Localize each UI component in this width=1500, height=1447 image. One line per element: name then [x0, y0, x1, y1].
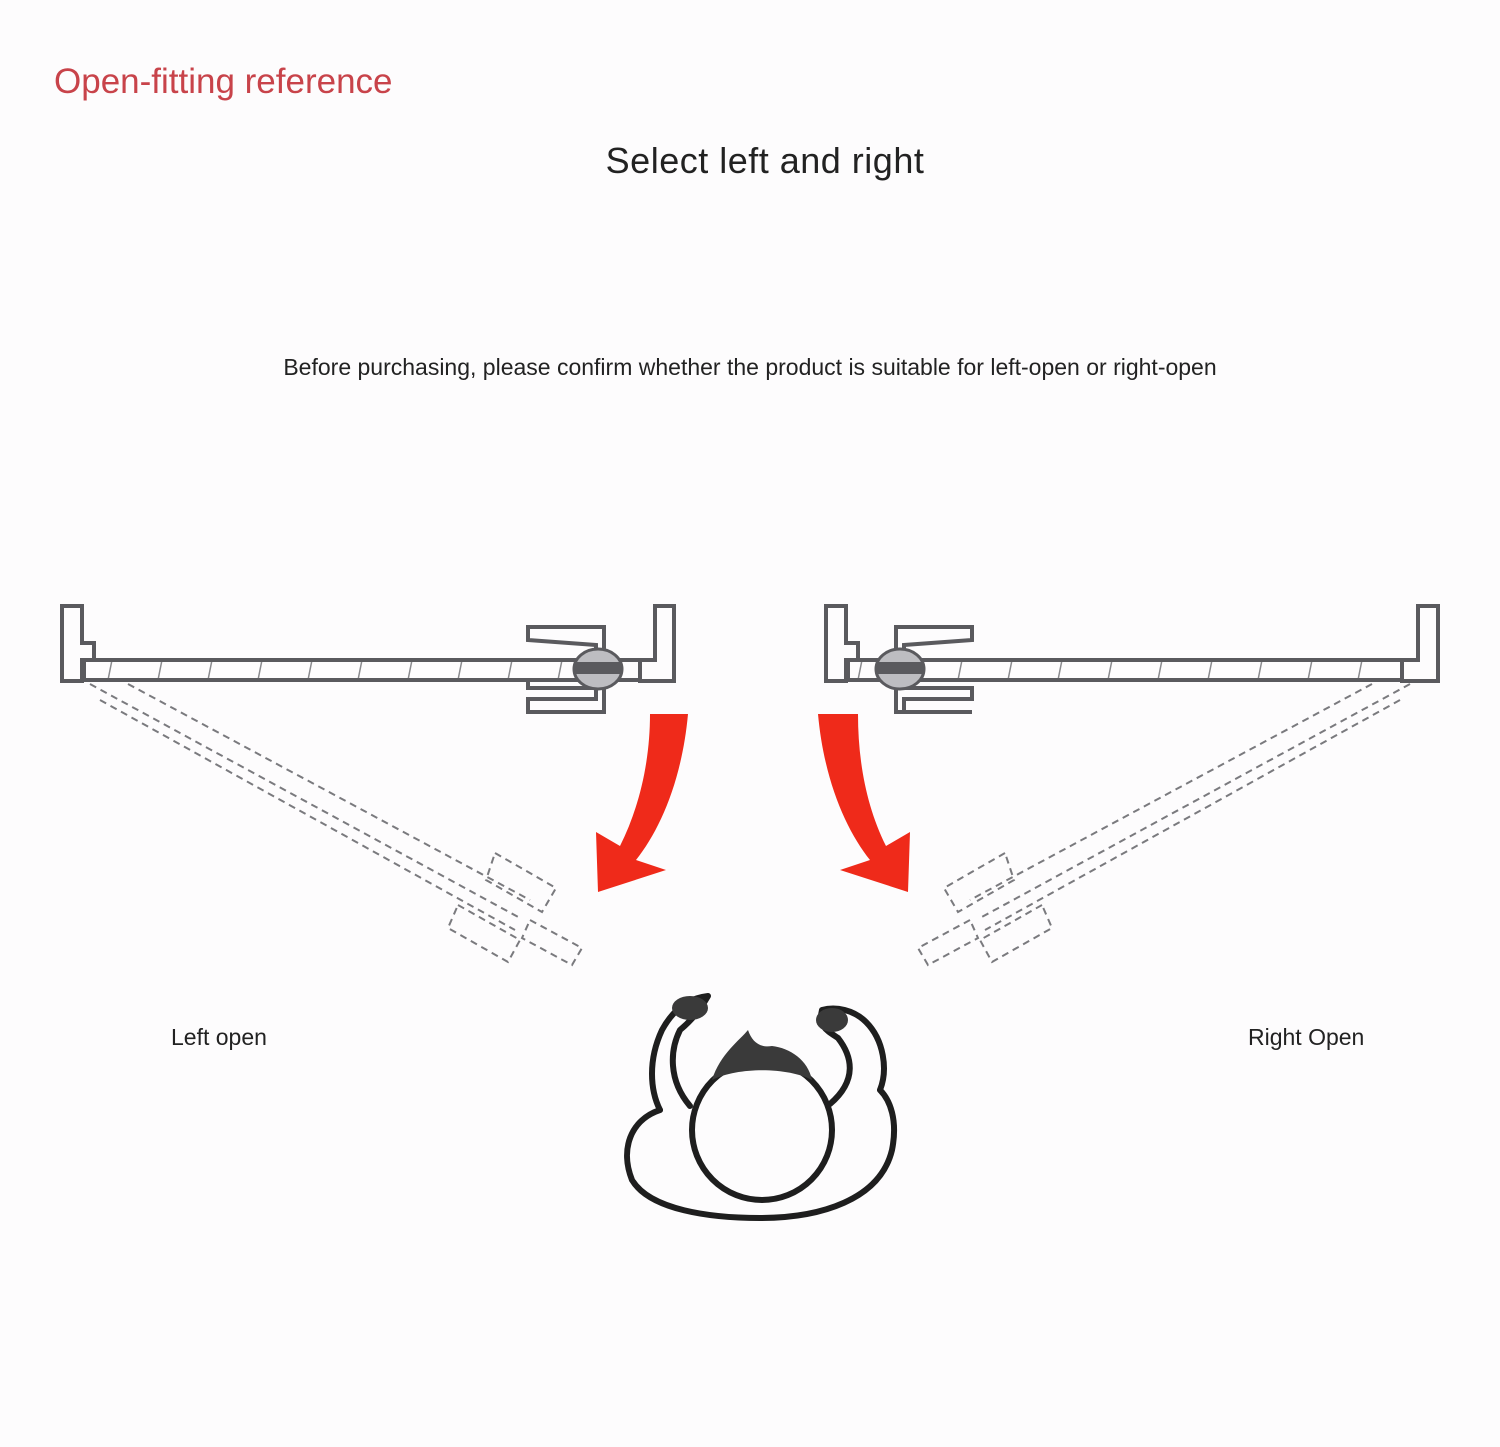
left-door-open-dashed: [89, 683, 584, 967]
right-door-open-dashed: [916, 683, 1411, 967]
person-hair: [712, 1030, 812, 1080]
right-hinge-knob: [874, 647, 926, 691]
person-top-view: [624, 993, 898, 1221]
page-heading: Open-fitting reference: [54, 62, 393, 101]
right-open-label: Right Open: [1248, 1024, 1365, 1050]
left-swing-arrow: [596, 714, 688, 892]
right-swing-arrow: [818, 714, 910, 892]
diagram-title: Select left and right: [605, 140, 925, 181]
person-hands: [672, 996, 848, 1032]
purchase-note: Before purchasing, please confirm whethe…: [283, 354, 1217, 380]
left-hinge-knob: [572, 647, 624, 691]
left-open-label: Left open: [171, 1024, 267, 1050]
right-door-closed: [824, 604, 1440, 714]
